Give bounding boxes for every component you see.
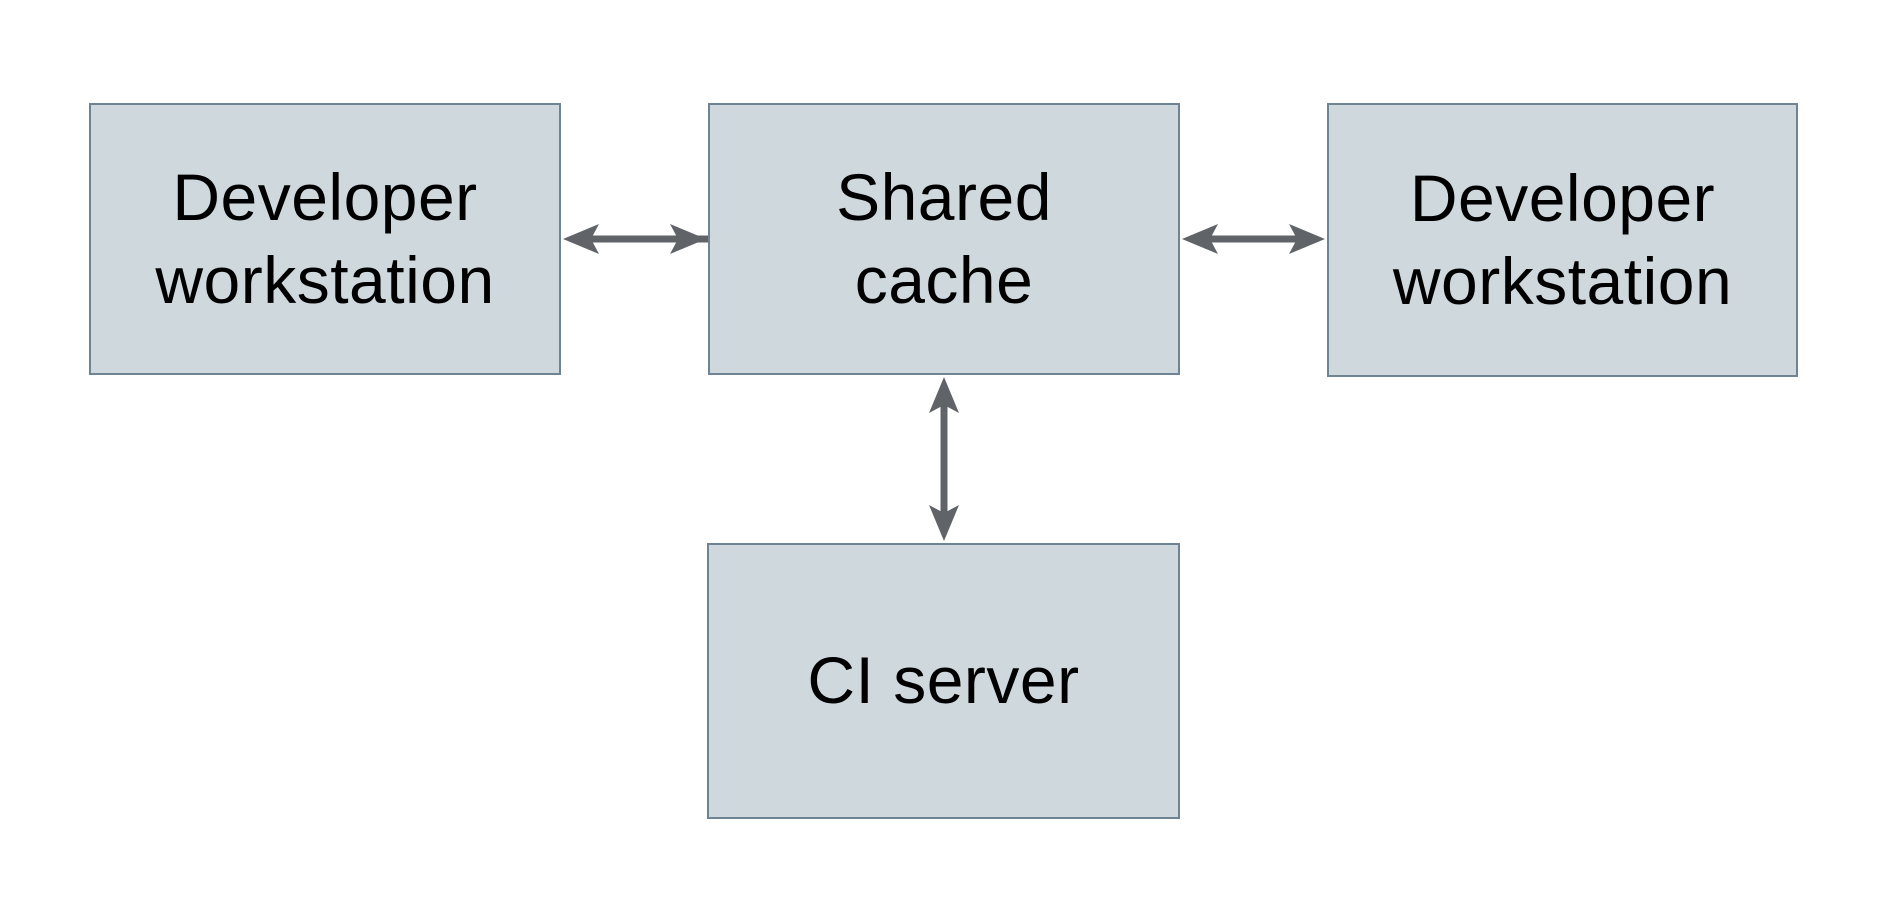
node-developer-workstation-left: Developer workstation bbox=[89, 103, 561, 375]
node-shared-cache: Shared cache bbox=[708, 103, 1180, 375]
arrow-cache-ciserver bbox=[929, 377, 959, 541]
node-developer-workstation-left-label: Developer workstation bbox=[155, 159, 495, 317]
node-developer-workstation-right: Developer workstation bbox=[1327, 103, 1798, 377]
arrow-cache-devright bbox=[1182, 224, 1325, 254]
node-ci-server: CI server bbox=[707, 543, 1180, 819]
node-developer-workstation-right-label: Developer workstation bbox=[1392, 160, 1733, 318]
node-shared-cache-label: Shared cache bbox=[836, 159, 1052, 317]
node-ci-server-label: CI server bbox=[807, 643, 1080, 718]
